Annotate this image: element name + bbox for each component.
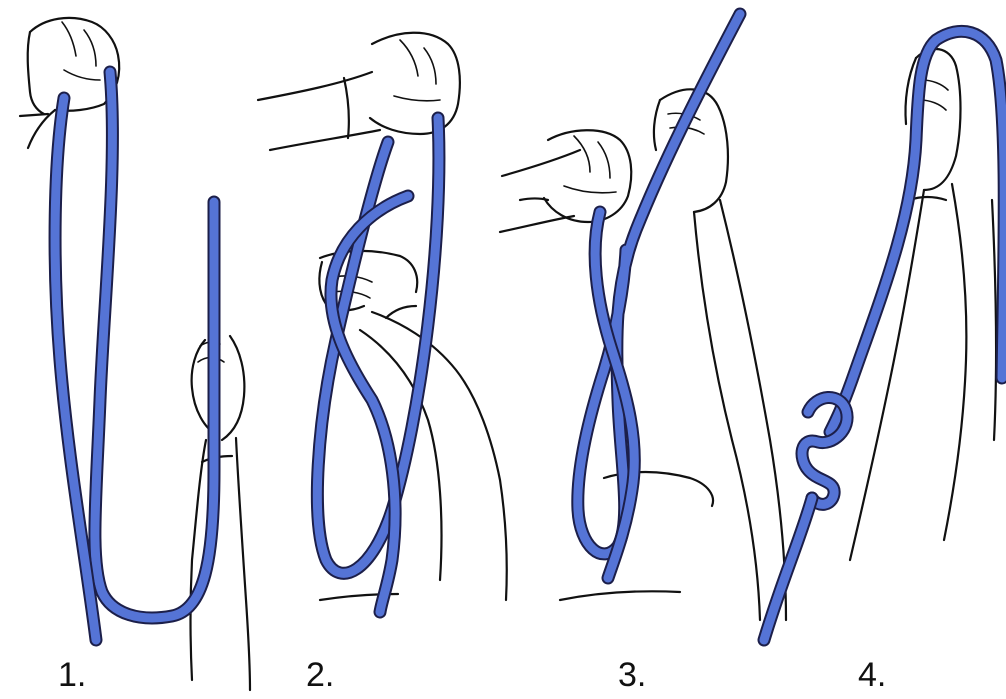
step-3-right-hand [560,89,786,620]
step-1-rope [55,72,214,640]
step-3-rope [578,14,740,578]
step-4-illustration [764,31,1004,640]
step-2-label: 2. [306,658,334,692]
step-2-upper-hand [258,33,460,150]
step-1-label: 1. [58,658,86,692]
step-4-label: 4. [858,658,886,692]
step-2-rope [317,118,439,612]
step-3-illustration [500,14,786,620]
step-3-label: 3. [618,658,646,692]
step-4-rope [764,31,1004,640]
step-3-left-hand [500,130,631,232]
step-1-illustration [20,18,250,690]
step-2-illustration [258,33,507,612]
